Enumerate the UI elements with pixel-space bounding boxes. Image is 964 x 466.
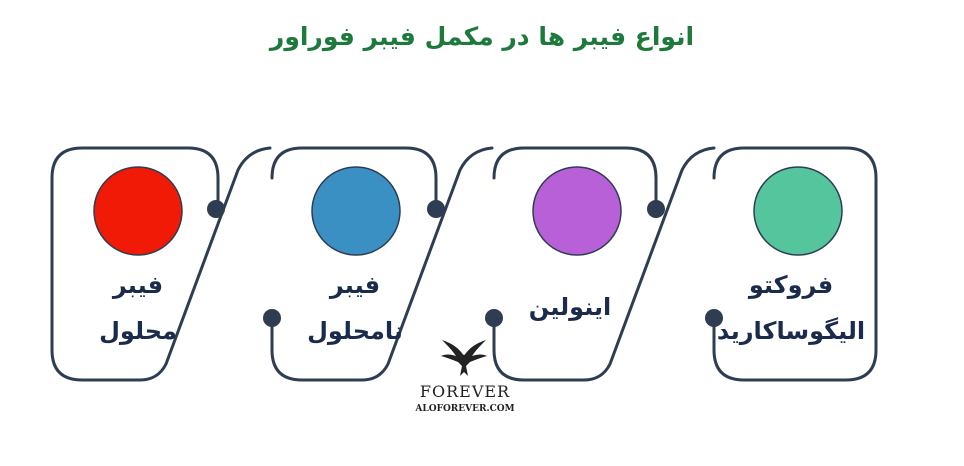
logo-brand: FOREVER [419,382,511,401]
eagle-icon [441,340,487,376]
card-1-line1: فیبر [112,271,164,299]
card-outline-2-top [270,146,438,210]
card-outline-3 [492,146,716,382]
circle-green [753,166,843,256]
card-4-line2: الیگوساکارید [716,317,866,345]
connector-dot-6 [705,309,723,327]
page-title: انواع فیبر ها در مکمل فیبر فوراور [269,22,695,51]
card-3-line1: اینولین [528,293,612,321]
connector-dot-4 [485,309,503,327]
connector-dot-1 [207,200,225,218]
card-2-text: فیبر نامحلول [280,262,430,354]
circle-blue [311,166,401,256]
connector-dot-2 [263,309,281,327]
card-outline-4 [712,146,878,382]
connector-dot-3 [427,200,445,218]
card-outline-1 [50,146,272,382]
card-outline-3-top [492,146,658,210]
card-2-line2: نامحلول [307,317,403,345]
circle-red [93,166,183,256]
circle-purple [532,166,622,256]
card-outline-2 [270,146,494,382]
card-2-line1: فیبر [329,271,381,299]
card-1-line2: محلول [99,317,177,345]
card-1-text: فیبر محلول [68,262,208,354]
logo-site: ALOFOREVER.COM [415,404,515,414]
card-4-line1: فروکتو [748,271,834,299]
card-4-text: فروکتو الیگوساکارید [706,262,876,354]
connector-dot-5 [647,200,665,218]
card-3-text: اینولین [505,284,635,330]
